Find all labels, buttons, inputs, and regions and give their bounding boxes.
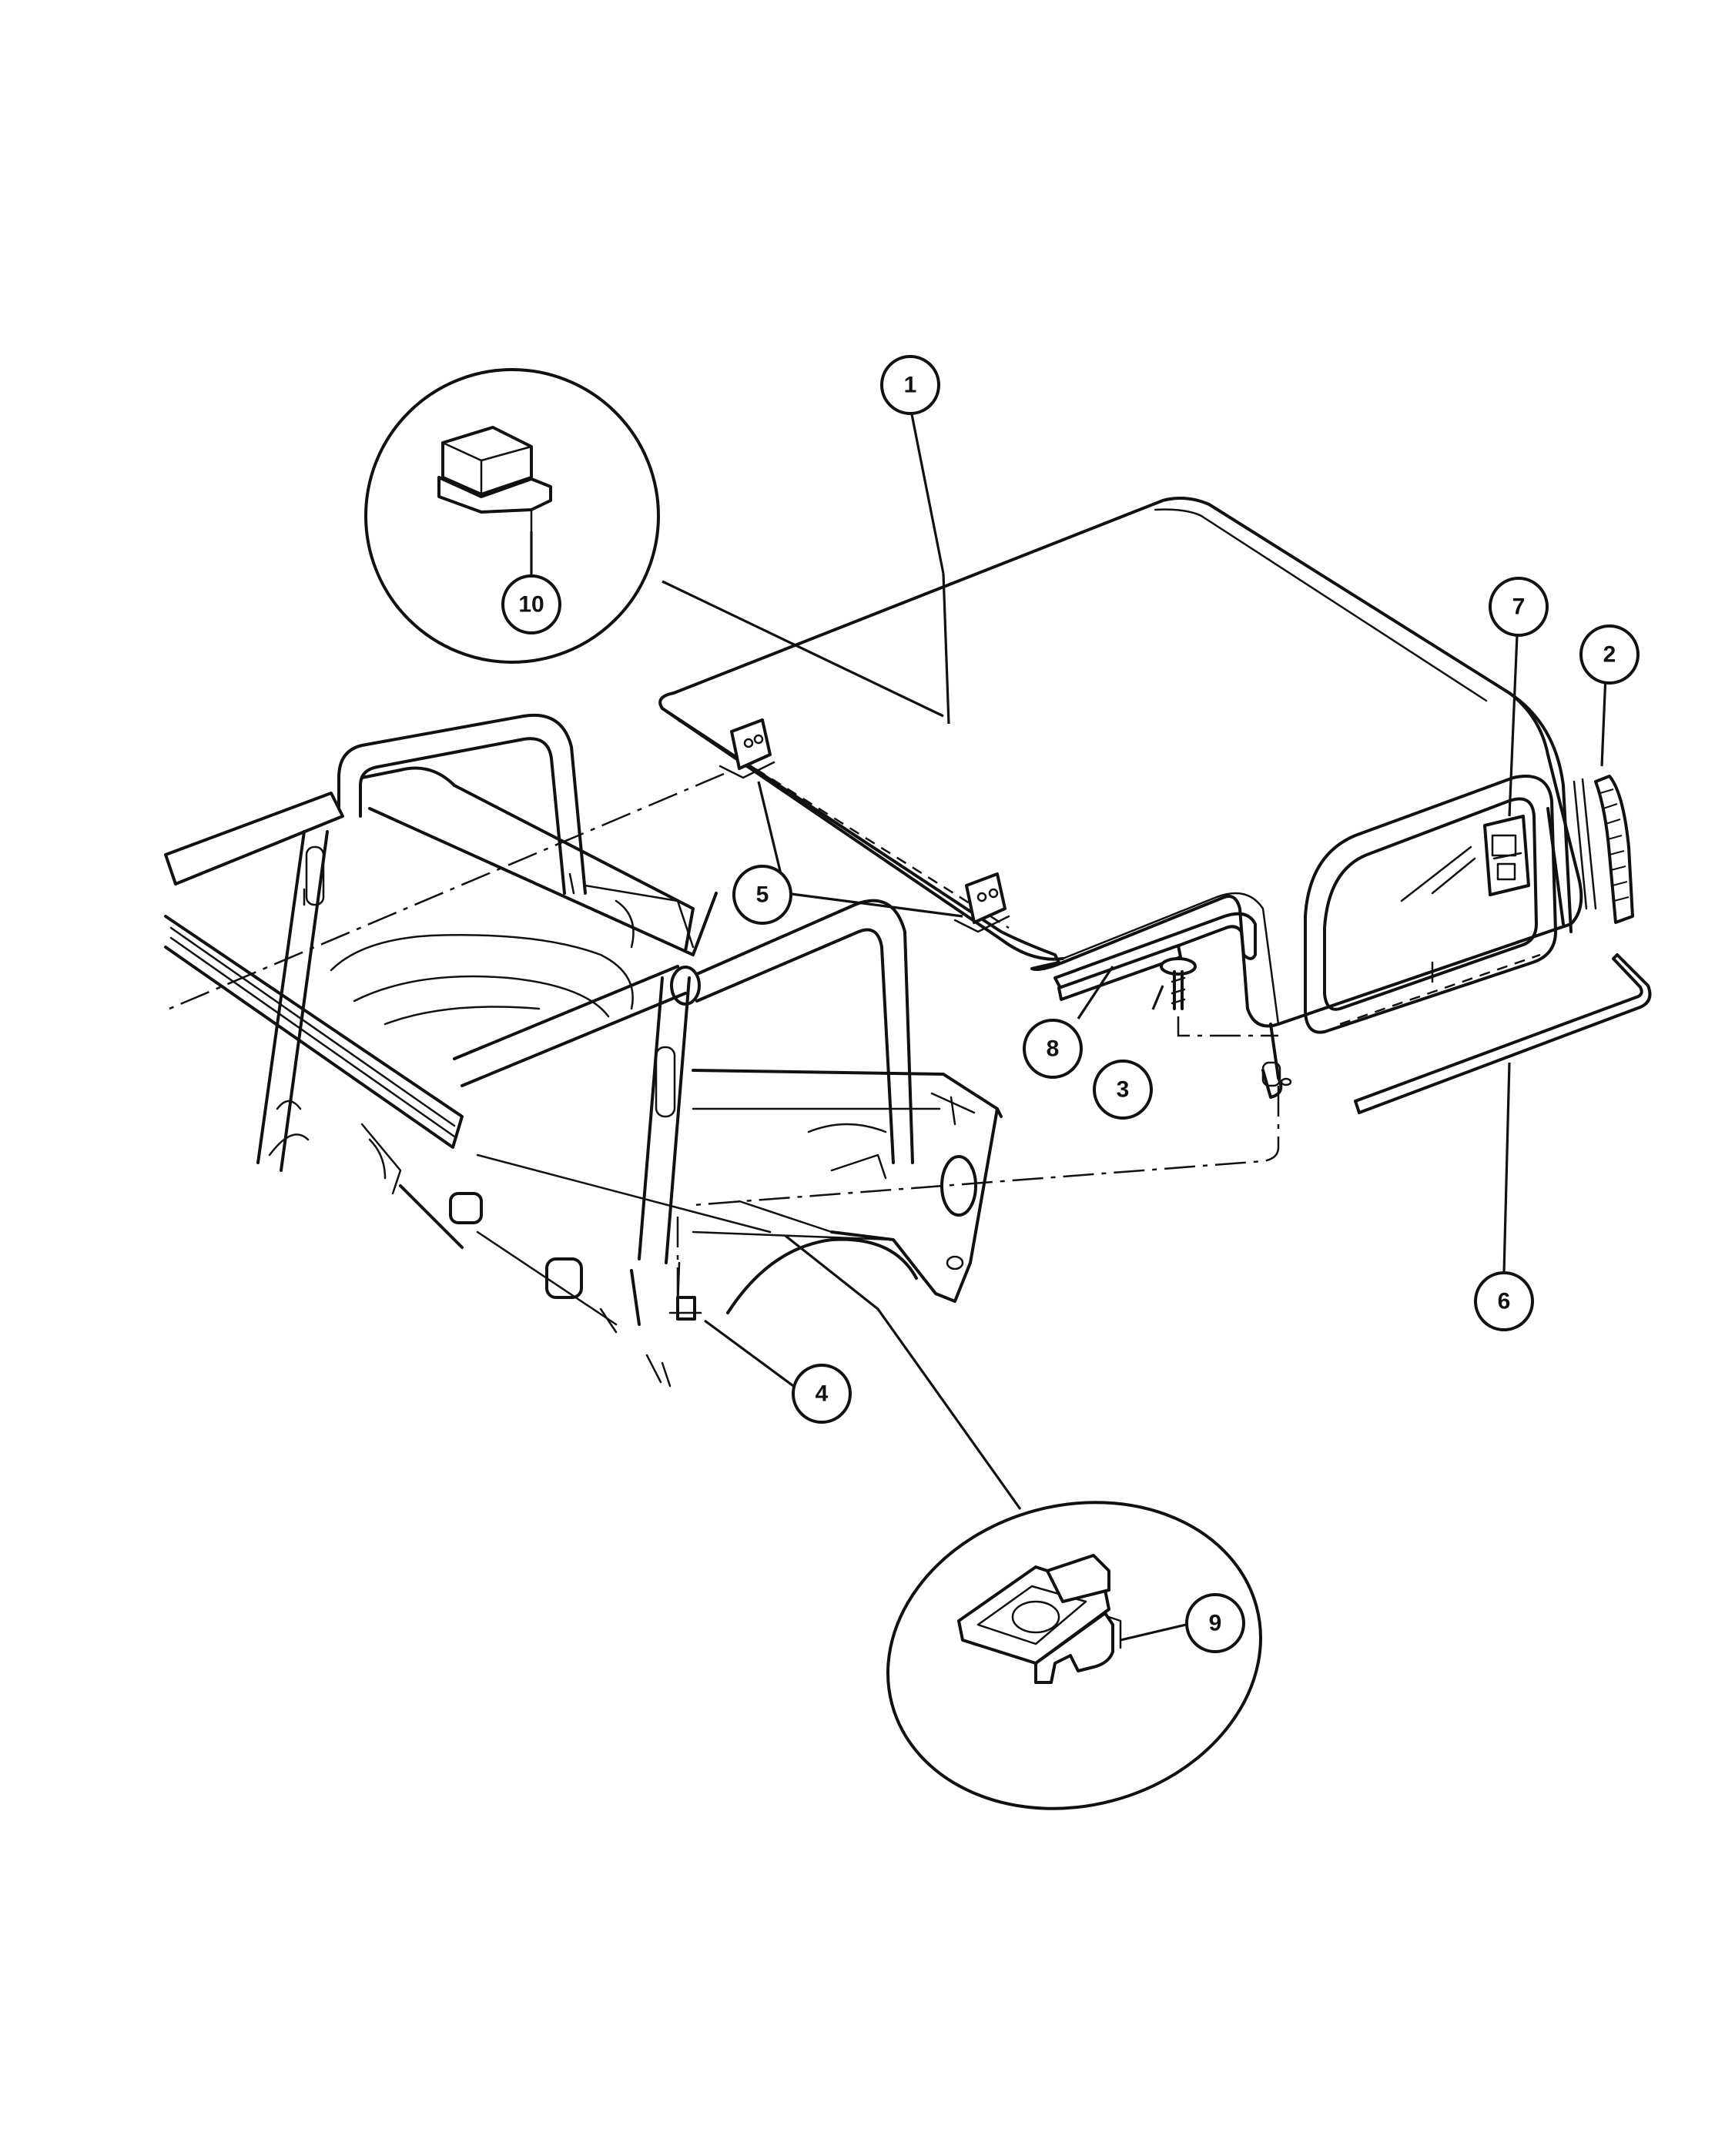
callout-7: 7 [1489,577,1549,637]
seal-strip-side [1573,775,1634,924]
hinge-bracket-rear [953,872,1010,933]
anchor-location-line [692,1086,1280,1207]
callout-9: 9 [1185,1593,1245,1653]
callout-label-6: 6 [1498,1289,1511,1314]
callout-label-2: 2 [1603,642,1616,668]
callout-1: 1 [880,355,940,415]
callout-2: 2 [1579,624,1640,685]
seal-strip-long [1354,953,1652,1114]
callout-label-5: 5 [756,882,769,908]
vehicle-body [164,713,1003,1388]
callout-label-7: 7 [1512,594,1526,620]
screw-fastener [1160,957,1197,1010]
callout-label-10: 10 [518,592,544,618]
callout-3: 3 [1093,1060,1153,1120]
callout-label-8: 8 [1047,1036,1060,1062]
callout-label-4: 4 [816,1381,829,1407]
seal-strip-short [1057,944,1182,1001]
detail-inset-10 [364,368,660,664]
callout-label-9: 9 [1209,1611,1222,1636]
hinge-bracket-front [718,718,775,779]
hardtop [658,496,1583,1099]
screw-location-line [1177,1016,1278,1037]
latch-handle [1483,815,1530,896]
callout-5: 5 [732,865,792,925]
callout-6: 6 [1474,1271,1534,1331]
callout-4: 4 [792,1364,852,1424]
callout-8: 8 [1023,1019,1083,1079]
detail-inset-9 [886,1501,1262,1810]
callout-10: 10 [501,574,561,634]
callout-label-3: 3 [1117,1077,1130,1103]
hinge-location-line [169,772,725,1010]
callout-label-1: 1 [904,373,917,398]
leader-lines [530,406,1607,1642]
